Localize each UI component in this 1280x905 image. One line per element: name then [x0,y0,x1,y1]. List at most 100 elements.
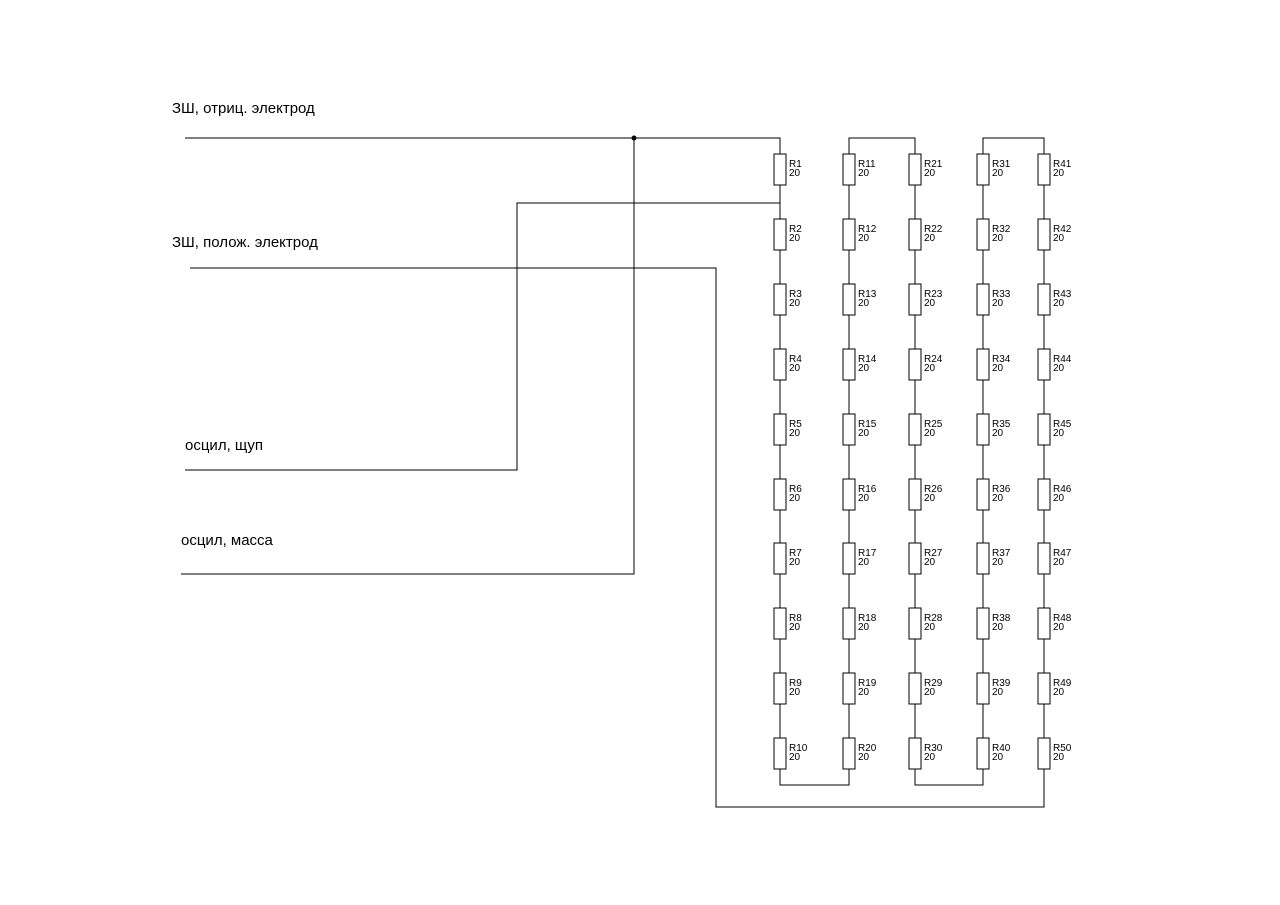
resistor-value: 20 [789,687,801,698]
resistor-value: 20 [858,168,870,179]
resistor-ref: R13 [858,289,877,300]
resistor-value: 20 [858,687,870,698]
resistor-body [773,413,787,446]
resistor-body [773,348,787,381]
resistor-body [842,737,856,770]
resistor-body [1037,348,1051,381]
resistor-value: 20 [1053,557,1065,568]
resistor-ref: R47 [1053,548,1072,559]
resistor-ref: R15 [858,419,877,430]
resistor-body [773,672,787,705]
resistor-ref: R18 [858,613,877,624]
resistor-value: 20 [858,557,870,568]
resistor-value: 20 [924,298,936,309]
resistor-ref: R9 [789,678,802,689]
resistor-body [976,607,990,640]
resistor-ref: R20 [858,743,877,754]
resistor-value: 20 [1053,493,1065,504]
resistor-body [976,737,990,770]
resistor-value: 20 [992,557,1004,568]
resistor-value: 20 [924,622,936,633]
resistor-body [842,413,856,446]
wire-link-r10-r20 [779,768,850,786]
resistor-value: 20 [924,168,936,179]
resistor-value: 20 [789,752,801,763]
resistor-value: 20 [789,428,801,439]
resistor-value: 20 [858,622,870,633]
resistor-ref: R36 [992,484,1011,495]
resistor-ref: R23 [924,289,943,300]
resistor-value: 20 [858,298,870,309]
wire-scope-ground [181,138,635,575]
resistor-body [976,672,990,705]
resistor-body [842,478,856,511]
resistor-ref: R5 [789,419,802,430]
resistor-body [842,153,856,186]
resistor-ref: R14 [858,354,877,365]
resistor-body [842,348,856,381]
resistor-ref: R37 [992,548,1011,559]
resistor-value: 20 [924,493,936,504]
resistor-body [976,542,990,575]
resistor-body [1037,218,1051,251]
resistor-value: 20 [992,363,1004,374]
resistor-ref: R29 [924,678,943,689]
resistor-ref: R4 [789,354,802,365]
wire-link-r30-r40 [914,768,984,786]
resistor-ref: R50 [1053,743,1072,754]
wire-link-r11-r21 [848,137,916,154]
resistor-ref: R48 [1053,613,1072,624]
resistor-ref: R44 [1053,354,1072,365]
terminal-label-neg-electrode: ЗШ, отриц. электрод [172,100,315,117]
resistor-ref: R35 [992,419,1011,430]
resistor-body [842,283,856,316]
resistor-body [1037,607,1051,640]
resistor-body [908,283,922,316]
resistor-value: 20 [1053,752,1065,763]
resistor-body [908,478,922,511]
wire-neg-electrode [185,137,781,154]
resistor-ref: R6 [789,484,802,495]
resistor-body [1037,672,1051,705]
resistor-body [976,283,990,316]
resistor-ref: R26 [924,484,943,495]
resistor-ref: R34 [992,354,1011,365]
resistor-body [908,413,922,446]
resistor-body [1037,737,1051,770]
resistor-body [773,218,787,251]
resistor-value: 20 [789,493,801,504]
resistor-ref: R46 [1053,484,1072,495]
resistor-ref: R38 [992,613,1011,624]
resistor-ref: R49 [1053,678,1072,689]
resistor-value: 20 [789,363,801,374]
resistor-ref: R7 [789,548,802,559]
resistor-ref: R1 [789,159,802,170]
junction-dot [631,135,637,141]
resistor-value: 20 [789,233,801,244]
terminal-label-pos-electrode: ЗШ, полож. электрод [172,234,318,251]
resistor-body [842,672,856,705]
resistor-value: 20 [992,493,1004,504]
